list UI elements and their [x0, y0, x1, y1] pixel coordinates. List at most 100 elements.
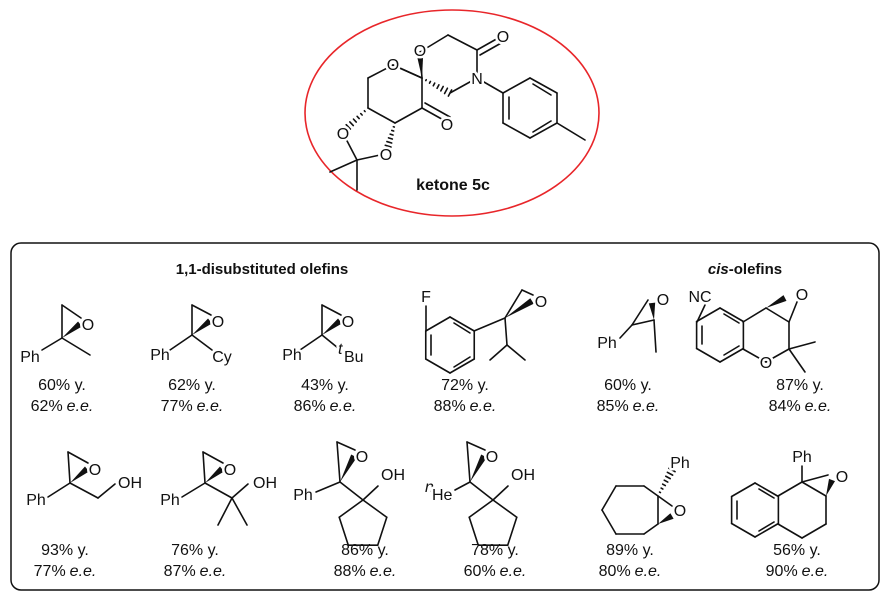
ee-value: 88%e.e.: [434, 398, 497, 415]
wedge-bond: [470, 454, 487, 482]
ph-label: Ph: [597, 335, 617, 352]
bond: [321, 334, 339, 349]
ketone-label: ketone 5c: [416, 177, 490, 194]
oxygen-label: O: [760, 355, 772, 372]
bond: [449, 77, 478, 94]
bond: [619, 324, 633, 339]
benzene-ring: [424, 316, 451, 332]
bond: [801, 474, 829, 483]
bond: [492, 485, 509, 501]
bond: [191, 304, 212, 316]
methyl-bond: [556, 122, 586, 141]
benzene-ring: [754, 522, 780, 538]
wedge-bond: [416, 54, 424, 78]
wedge-bond: [205, 466, 225, 483]
hash-bond: [387, 137, 394, 140]
nitrile-label: NC: [688, 289, 711, 306]
ee-unit: e.e.: [500, 563, 527, 580]
cyclopentane-ring: [376, 516, 388, 547]
cyclopentane-ring: [492, 499, 518, 519]
phenyl-ring: [529, 122, 558, 139]
carbonyl-bond: [476, 36, 501, 51]
ee-percent: 80%: [599, 563, 631, 580]
ph-label: Ph: [670, 455, 690, 472]
ee-unit: e.e.: [200, 563, 227, 580]
bond: [653, 319, 657, 353]
ee-value: 77%e.e.: [161, 398, 224, 415]
yield-value: 60% y.: [38, 377, 86, 394]
benzene-ring: [695, 347, 721, 363]
bond: [506, 344, 526, 361]
ee-value: 86%e.e.: [294, 398, 357, 415]
cyclopentane-ring: [468, 499, 494, 519]
ketone-atom-label: O: [414, 43, 426, 60]
ee-unit: e.e.: [67, 398, 94, 415]
hash-bond: [386, 140, 393, 144]
ph-label: Ph: [160, 492, 180, 509]
bond: [61, 304, 82, 319]
ketone-atom-label: O: [387, 57, 399, 74]
ph-label: Ph: [20, 349, 40, 366]
ee-value: 60%e.e.: [464, 563, 527, 580]
bond: [657, 495, 673, 507]
ee-value: 87%e.e.: [164, 563, 227, 580]
ee-unit: e.e.: [470, 398, 497, 415]
hydroxyl-label: OH: [118, 475, 142, 492]
bond: [231, 483, 249, 499]
tetralin-ring: [801, 481, 827, 497]
bond: [47, 482, 71, 498]
double-bond-inner: [453, 356, 471, 368]
cy-label: Cy: [212, 349, 232, 366]
cyclopentane-ring: [362, 499, 388, 519]
olefins-text: -olefins: [729, 261, 782, 278]
cyclopentane-ring: [338, 499, 364, 519]
yield-value: 72% y.: [441, 377, 489, 394]
oxygen-label: O: [212, 314, 224, 331]
benzene-ring: [424, 358, 451, 374]
n-aryl-bond: [476, 77, 504, 94]
oxygen-label: O: [224, 462, 236, 479]
yield-value: 76% y.: [171, 542, 219, 559]
cyclohexane-ring: [643, 523, 659, 535]
yield-value: 56% y.: [773, 542, 821, 559]
ketone-atom-label: O: [380, 147, 392, 164]
bond: [67, 451, 71, 484]
ee-value: 77%e.e.: [34, 563, 97, 580]
hash-bond: [663, 479, 669, 483]
wedge-bond: [648, 302, 656, 320]
benzene-ring: [730, 482, 756, 498]
pyran-ring: [742, 307, 767, 323]
hash-bond: [668, 467, 676, 473]
hash-bond: [389, 133, 394, 136]
hash-bond: [666, 471, 674, 476]
double-bond-inner: [723, 313, 740, 324]
methyl-bond: [329, 159, 358, 173]
hash-bond: [382, 148, 392, 152]
bond: [204, 482, 233, 499]
hash-bond: [660, 487, 664, 490]
oxygen-label: O: [657, 292, 669, 309]
benzene-ring: [719, 347, 745, 363]
carbonyl-bond: [479, 41, 504, 56]
bond: [504, 289, 523, 319]
hash-bond: [359, 112, 363, 116]
ee-percent: 60%: [464, 563, 496, 580]
hash-bond: [664, 475, 672, 480]
bond: [321, 304, 342, 316]
results: 60% y.62%e.e.62% y.77%e.e.43% y.86%e.e.7…: [31, 377, 832, 580]
bond: [67, 451, 89, 464]
bond: [466, 441, 486, 451]
wedge-bond: [826, 478, 835, 496]
morpholinone-ring: [447, 34, 478, 51]
ketone-atom-label: O: [497, 29, 509, 46]
ph-label: Ph: [282, 347, 302, 364]
oxygen-label: O: [342, 314, 354, 331]
bond: [202, 451, 206, 484]
acetonide: [344, 136, 358, 161]
bond: [392, 64, 423, 79]
ee-unit: e.e.: [370, 563, 397, 580]
bond: [788, 341, 816, 350]
hydroxyl-label: OH: [253, 475, 277, 492]
tetralin-ring: [777, 481, 803, 497]
double-bond-inner: [758, 521, 775, 532]
